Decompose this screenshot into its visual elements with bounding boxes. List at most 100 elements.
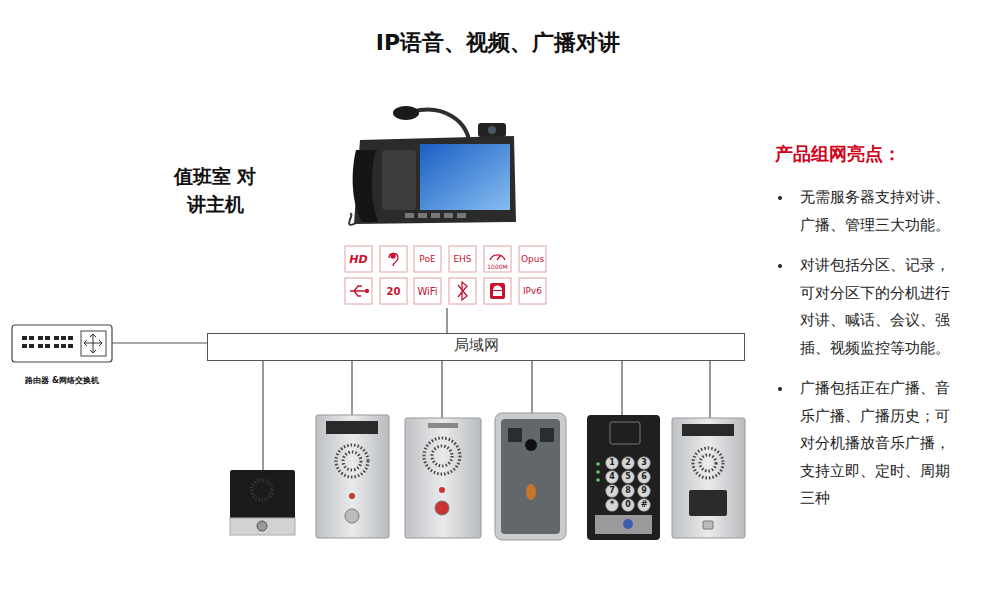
rfid-speaker-panel-part: [703, 521, 713, 529]
video-door-phone-part: [495, 413, 566, 540]
keypad-digit: 7: [606, 485, 618, 497]
sip-speaker-panel: [316, 415, 389, 538]
icon-symbols-part: [366, 290, 369, 293]
router-switch-part-part: [61, 344, 66, 348]
keypad-door-phone-part-part: [638, 471, 651, 484]
keypad-door-phone-part-part: [638, 499, 651, 512]
rfid-speaker-panel-part: [700, 455, 716, 471]
feature-icon-text: Opus: [519, 246, 546, 272]
feature-icons-part: [519, 246, 546, 272]
host-phone-part: [382, 150, 416, 210]
keypad-digit: 2: [622, 457, 634, 469]
icon-symbols-part: [458, 282, 467, 300]
video-door-phone-part: [540, 428, 554, 442]
router-switch-part-part: [68, 344, 73, 348]
highlights-list: 无需服务器支持对讲、广播、管理三大功能。对讲包括分区、记录，可对分区下的分机进行…: [776, 184, 966, 526]
bullet-dot: [778, 387, 782, 391]
feature-icons-part: [414, 278, 441, 304]
host-phone-part: [418, 213, 427, 218]
sip-speaker-panel-part: [349, 493, 355, 499]
host-phone-part: [349, 214, 358, 225]
host-phone: [349, 106, 516, 225]
network-link: [446, 308, 447, 333]
keypad-door-phone-part-part: [638, 457, 651, 470]
terminal-wires-part: [621, 358, 622, 415]
sip-speaker-panel-part: [326, 421, 378, 434]
keypad-door-phone-part: [587, 415, 660, 540]
keypad-digit: 5: [622, 471, 634, 483]
keypad-door-phone-part-part: [622, 471, 635, 484]
host-phone-part: [354, 136, 516, 224]
node-label: 局域网: [208, 334, 744, 357]
bullet-text: 对讲包括分区、记录，可对分区下的分机进行对讲、喊话、会议、强插、视频监控等功能。: [800, 252, 962, 362]
router-switch-part-part: [22, 344, 27, 348]
keypad-door-phone-part-part: [622, 485, 635, 498]
router-switch-part: [12, 325, 112, 362]
keypad-door-phone-part: [623, 519, 633, 529]
diagram-title: IP语音、视频、广播对讲: [0, 28, 996, 58]
router-switch-part-part: [54, 336, 59, 340]
feature-icons-part: [449, 246, 476, 272]
feature-icons-part: [345, 278, 372, 304]
terminal-wires-part: [709, 358, 710, 418]
bullet-dot: [778, 196, 782, 200]
router-switch-part: [84, 334, 102, 353]
feature-icon-text: WiFi: [414, 278, 441, 304]
feature-icons-part: [380, 278, 407, 304]
keypad-digit: 6: [638, 471, 650, 483]
keypad-door-phone-part-part: [622, 499, 635, 512]
keypad-door-phone-part: [596, 470, 600, 474]
keypad-door-phone-part-part: [606, 485, 619, 498]
keypad-door-phone-part-part: [606, 471, 619, 484]
host-phone-part: [431, 213, 440, 218]
keypad-door-phone-part-part: [606, 457, 619, 470]
node-label: 值班室 对讲主机: [165, 162, 265, 218]
feature-icon-text: PoE: [414, 246, 441, 272]
highlights-heading: 产品组网亮点：: [775, 142, 901, 166]
keypad-door-phone-part: [610, 422, 640, 444]
router-switch: [12, 325, 112, 362]
feature-icon-text: 20: [380, 278, 407, 304]
router-switch-part-part: [29, 336, 34, 340]
bullet-item: 无需服务器支持对讲、广播、管理三大功能。: [776, 184, 966, 239]
bullet-dot: [778, 264, 782, 268]
icon-symbols-part: [490, 283, 505, 299]
sip-speaker-panel-part: [345, 509, 359, 523]
sip-speaker-panel-part: [336, 445, 368, 477]
sip-speaker-panel-part: [343, 452, 361, 470]
video-door-phone-part: [501, 419, 560, 534]
host-phone-part: [457, 213, 466, 218]
emergency-panel-part: [435, 501, 449, 515]
emergency-panel-part: [405, 418, 481, 538]
bullet-item: 广播包括正在广播、音乐广播、广播历史；可对分机播放音乐广播，支持立即、定时、周期…: [776, 375, 966, 513]
rfid-speaker-panel-part: [689, 490, 727, 516]
feature-icons-part: [380, 246, 407, 272]
feature-icons-part: [484, 246, 511, 272]
keypad-digit: 9: [638, 485, 650, 497]
keypad-door-phone-part: [596, 478, 600, 482]
host-phone-part: [420, 144, 510, 210]
host-phone-part: [478, 123, 506, 137]
keypad-door-phone-part: [606, 457, 651, 512]
feature-icon-text: EHS: [449, 246, 476, 272]
terminal-wires-part: [441, 358, 442, 418]
router-switch-part-part: [45, 336, 50, 340]
rfid-speaker-panel: [672, 418, 745, 538]
desk-intercom-part: [230, 518, 295, 535]
keypad-digit: *: [606, 499, 618, 511]
keypad-door-phone: [587, 415, 660, 540]
desk-intercom-part: [257, 521, 267, 531]
keypad-digit: 3: [638, 457, 650, 469]
emergency-panel-part: [424, 438, 460, 474]
icon-symbols-part: [493, 286, 502, 291]
emergency-panel-part: [432, 446, 452, 466]
video-door-phone-part: [525, 439, 537, 451]
emergency-panel-part: [428, 423, 458, 428]
desk-intercom-part: [230, 470, 295, 520]
router-switch-part-part: [38, 336, 43, 340]
desk-intercom-part: [252, 480, 272, 500]
icon-symbols-part: [389, 254, 398, 267]
icon-symbols-part: [493, 291, 502, 296]
emergency-panel-part: [439, 487, 445, 493]
